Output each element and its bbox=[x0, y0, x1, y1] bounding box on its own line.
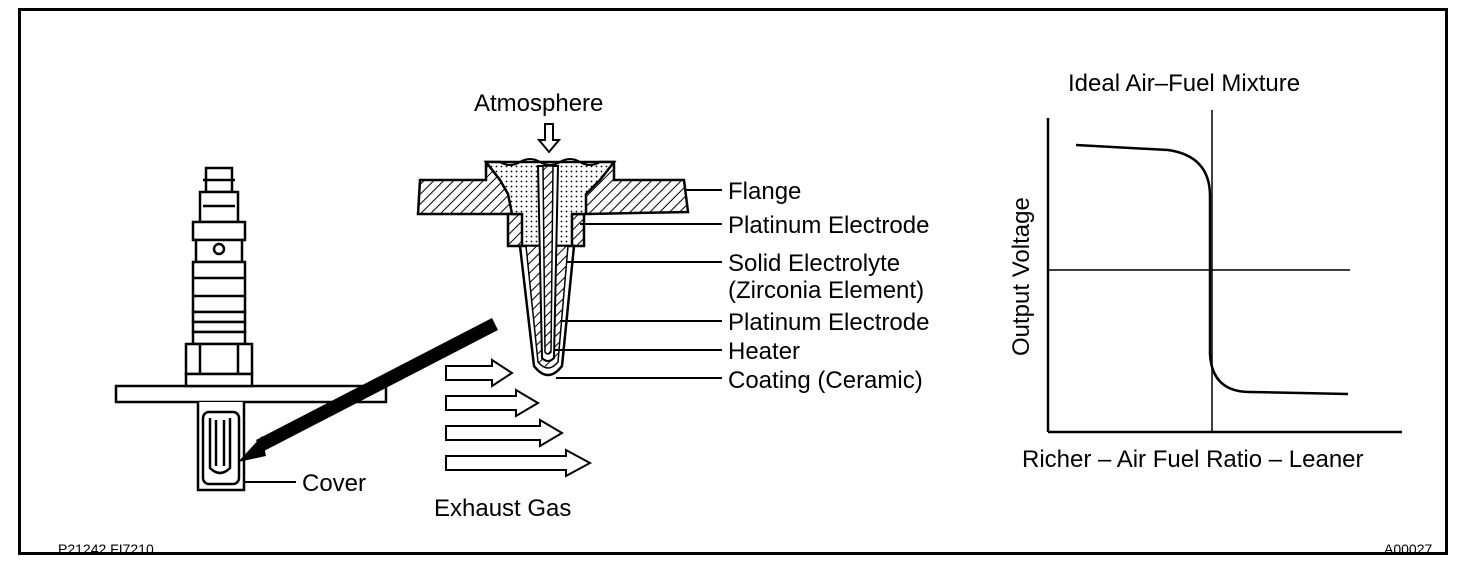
figure-code-left: P21242 FI7210 bbox=[58, 541, 154, 557]
solid-electrolyte-label: Solid Electrolyte bbox=[728, 250, 901, 277]
figure-code-right: A00027 bbox=[1384, 541, 1433, 557]
output-voltage-curve bbox=[1075, 143, 1349, 396]
cover-pointer-arrow bbox=[238, 318, 498, 462]
graph-title: Ideal Air–Fuel Mixture bbox=[1068, 70, 1301, 97]
coating-label: Coating (Ceramic) bbox=[728, 367, 923, 394]
exhaust-gas-arrows bbox=[445, 358, 593, 478]
zirconia-element-label: (Zirconia Element) bbox=[728, 277, 925, 304]
sensor-cross-section bbox=[416, 123, 722, 478]
oxygen-sensor-illustration bbox=[114, 166, 388, 492]
heater-label: Heater bbox=[728, 338, 801, 365]
platinum-electrode-bottom-label: Platinum Electrode bbox=[728, 309, 930, 336]
voltage-graph bbox=[1046, 110, 1402, 434]
graph-x-label: Richer – Air Fuel Ratio – Leaner bbox=[1022, 446, 1364, 473]
flange-label: Flange bbox=[728, 178, 802, 205]
cross-section-leader-lines bbox=[555, 189, 722, 379]
exhaust-gas-label: Exhaust Gas bbox=[434, 495, 572, 522]
figure-frame bbox=[18, 8, 1448, 555]
graph-y-label: Output Voltage bbox=[1008, 197, 1035, 356]
atmosphere-label: Atmosphere bbox=[474, 90, 604, 117]
platinum-electrode-top-label: Platinum Electrode bbox=[728, 212, 930, 239]
cover-label: Cover bbox=[302, 470, 367, 497]
